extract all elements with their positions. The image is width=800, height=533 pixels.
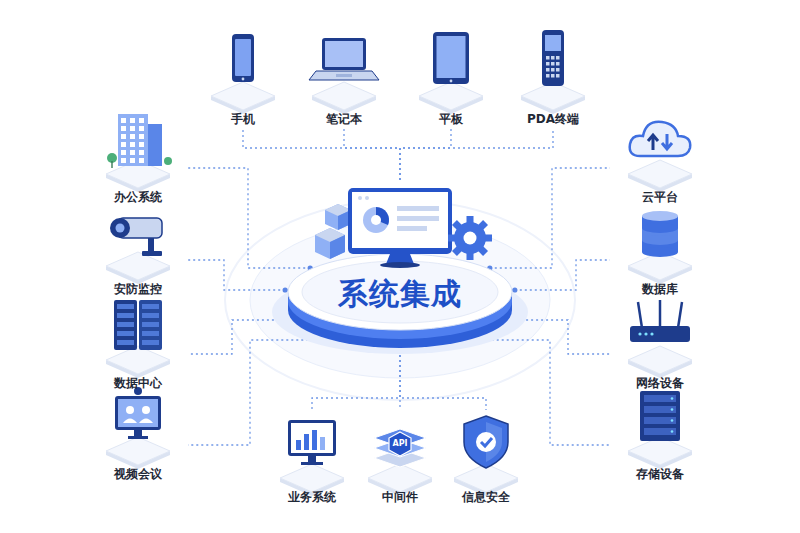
node-label: 数据库	[642, 282, 678, 296]
phone-icon	[193, 28, 293, 116]
node-label: 数据中心	[114, 376, 162, 390]
platform-title: 系统集成	[338, 276, 462, 312]
camera-icon	[88, 198, 188, 286]
device-node: PDA终端	[503, 28, 603, 128]
node-label: 网络设备	[636, 376, 684, 390]
dotted-connector	[188, 168, 310, 268]
node-label: 平板	[439, 112, 463, 126]
node-label: 业务系统	[288, 490, 336, 504]
device-node: 办公系统	[88, 106, 188, 206]
router-icon	[610, 292, 710, 380]
dotted-connector	[188, 320, 289, 354]
mid-icon	[350, 410, 450, 498]
video-icon	[88, 383, 188, 471]
dotted-connector	[344, 128, 400, 180]
node-label: 中间件	[382, 490, 418, 504]
device-node: 云平台	[610, 106, 710, 206]
node-label: 安防监控	[114, 282, 162, 296]
tablet-icon	[401, 28, 501, 116]
junction-dot	[512, 287, 517, 292]
integration-platform: 系统集成	[270, 180, 530, 355]
dotted-connector	[400, 350, 486, 410]
device-node: 存储设备	[610, 383, 710, 483]
device-node: 安防监控	[88, 198, 188, 298]
device-node: 网络设备	[610, 292, 710, 392]
laptop-icon	[294, 28, 394, 116]
biz-icon	[262, 410, 362, 498]
node-label: 办公系统	[114, 190, 162, 204]
device-node: 手机	[193, 28, 293, 128]
dotted-connector	[312, 350, 400, 410]
node-label: 存储设备	[636, 467, 684, 481]
device-node: 视频会议	[88, 383, 188, 483]
device-node: 平板	[401, 28, 501, 128]
api-badge-text: API	[357, 439, 443, 449]
dotted-connector	[243, 128, 400, 180]
servers-icon	[88, 292, 188, 380]
node-label: 笔记本	[326, 112, 362, 126]
device-node: 数据中心	[88, 292, 188, 392]
dotted-connector	[400, 128, 553, 180]
node-label: 手机	[231, 112, 255, 126]
dotted-connector	[515, 260, 610, 290]
device-node: 数据库	[610, 198, 710, 298]
dotted-connector	[511, 320, 610, 354]
dotted-connector	[188, 260, 285, 290]
node-label: 信息安全	[462, 490, 510, 504]
db-icon	[610, 198, 710, 286]
building-icon	[88, 106, 188, 194]
storage-icon	[610, 383, 710, 471]
dotted-connector	[490, 168, 610, 268]
cloud-icon	[610, 106, 710, 194]
platform-illustration	[270, 180, 530, 355]
junction-dot	[283, 287, 288, 292]
device-node: 业务系统	[269, 410, 355, 506]
pda-icon	[503, 28, 603, 116]
device-node: 笔记本	[294, 28, 394, 128]
device-node: 信息安全	[443, 410, 529, 506]
shield-icon	[436, 410, 536, 498]
dotted-connector	[400, 128, 451, 180]
node-label: 视频会议	[114, 467, 162, 481]
node-label: PDA终端	[527, 112, 579, 126]
node-label: 云平台	[642, 190, 678, 204]
device-node: 中间件 API	[357, 410, 443, 506]
